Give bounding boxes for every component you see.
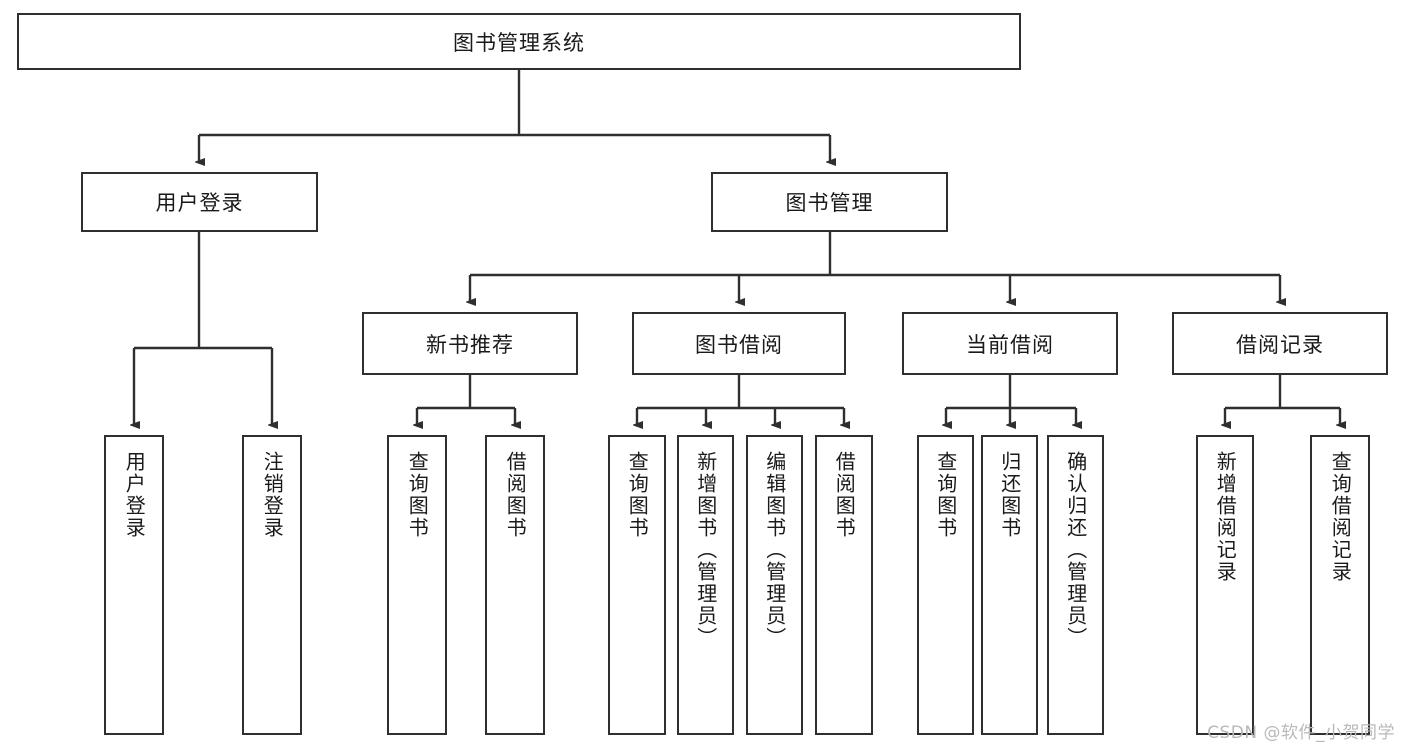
node-new-book-recommend[interactable]: 新书推荐 [362,312,578,375]
leaf-query-book-recommend[interactable]: 查询图书 [387,435,447,735]
leaf-query-book-borrow[interactable]: 查询图书 [608,435,666,735]
leaf-label: 借阅图书 [503,451,528,539]
node-book-borrow-label: 图书借阅 [695,332,783,357]
leaf-label: 查询图书 [933,451,958,539]
leaf-label: 确认归还（管理员） [1063,451,1088,649]
node-book-management[interactable]: 图书管理 [711,172,948,232]
leaf-label: 注销登录 [260,451,285,539]
node-borrow-record[interactable]: 借阅记录 [1172,312,1388,375]
leaf-label: 新增图书（管理员） [693,451,718,649]
leaf-user-login[interactable]: 用户登录 [104,435,164,735]
node-user-login[interactable]: 用户登录 [81,172,318,232]
leaf-logout[interactable]: 注销登录 [242,435,302,735]
node-user-login-label: 用户登录 [155,191,244,215]
node-root-label: 图书管理系统 [453,30,585,55]
leaf-label: 查询借阅记录 [1328,451,1353,583]
node-root[interactable]: 图书管理系统 [17,13,1021,70]
leaf-query-borrow-record[interactable]: 查询借阅记录 [1310,435,1370,735]
leaf-label: 编辑图书（管理员） [762,451,787,649]
node-book-management-label: 图书管理 [785,191,874,215]
leaf-label: 查询图书 [405,451,430,539]
watermark: CSDN @软件_小贺同学 [1207,723,1395,743]
node-current-borrow-label: 当前借阅 [966,332,1054,357]
leaf-add-borrow-record[interactable]: 新增借阅记录 [1196,435,1254,735]
leaf-label: 用户登录 [122,451,147,539]
leaf-label: 借阅图书 [832,451,857,539]
leaf-query-book-current[interactable]: 查询图书 [917,435,974,735]
node-book-borrow[interactable]: 图书借阅 [632,312,846,375]
leaf-add-book-admin[interactable]: 新增图书（管理员） [677,435,734,735]
leaf-label: 新增借阅记录 [1213,451,1238,583]
node-new-book-recommend-label: 新书推荐 [426,332,514,357]
leaf-edit-book-admin[interactable]: 编辑图书（管理员） [746,435,803,735]
leaf-return-book[interactable]: 归还图书 [981,435,1038,735]
leaf-label: 查询图书 [625,451,650,539]
node-borrow-record-label: 借阅记录 [1236,332,1324,357]
node-current-borrow[interactable]: 当前借阅 [902,312,1118,375]
leaf-label: 归还图书 [997,451,1022,539]
leaf-confirm-return-admin[interactable]: 确认归还（管理员） [1047,435,1104,735]
leaf-borrow-book-recommend[interactable]: 借阅图书 [485,435,545,735]
leaf-borrow-book[interactable]: 借阅图书 [815,435,873,735]
